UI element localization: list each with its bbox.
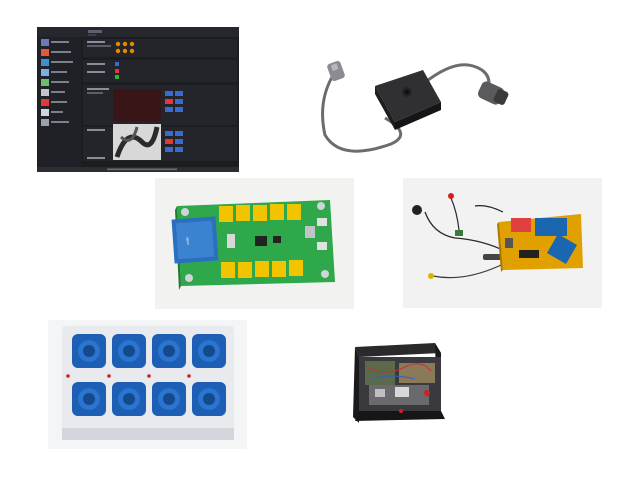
- relay-row-top: [219, 204, 301, 222]
- sensor-cable-photo: [303, 40, 540, 163]
- relay-row-bottom: [221, 260, 303, 278]
- footer-text-bar: [107, 168, 177, 171]
- internal-electronics: [365, 361, 435, 413]
- sidebar-item: [41, 39, 69, 46]
- relay-board-photo: XBee: [155, 178, 354, 309]
- software-screenshot: [37, 27, 239, 172]
- camera-preview-dark: [113, 89, 161, 121]
- main-panels: [83, 39, 237, 161]
- xbee-module: XBee: [171, 216, 219, 264]
- socket-grid: [72, 334, 226, 416]
- sensor-box: [375, 70, 441, 130]
- relay-board-pcb: XBee: [171, 200, 335, 290]
- sensor-cable-canvas: [303, 40, 540, 163]
- indicator-leds: [66, 374, 191, 378]
- sidebar-menu: [41, 39, 73, 126]
- socket: [72, 334, 106, 368]
- relay-board-canvas: XBee: [155, 178, 354, 309]
- enclosure-canvas: [345, 327, 449, 427]
- enclosure-photo: [345, 327, 449, 427]
- prototype-pcb: [497, 214, 583, 272]
- cable-connector: [477, 81, 509, 105]
- xbee-label: XBee: [185, 237, 190, 246]
- power-outlet-box-canvas: [48, 320, 247, 449]
- prototype-board-photo: [403, 178, 602, 308]
- prototype-board-canvas: [403, 178, 602, 308]
- screenshot-canvas: [37, 27, 239, 172]
- header-label-bar: [88, 30, 102, 33]
- power-outlet-box-photo: [48, 320, 247, 449]
